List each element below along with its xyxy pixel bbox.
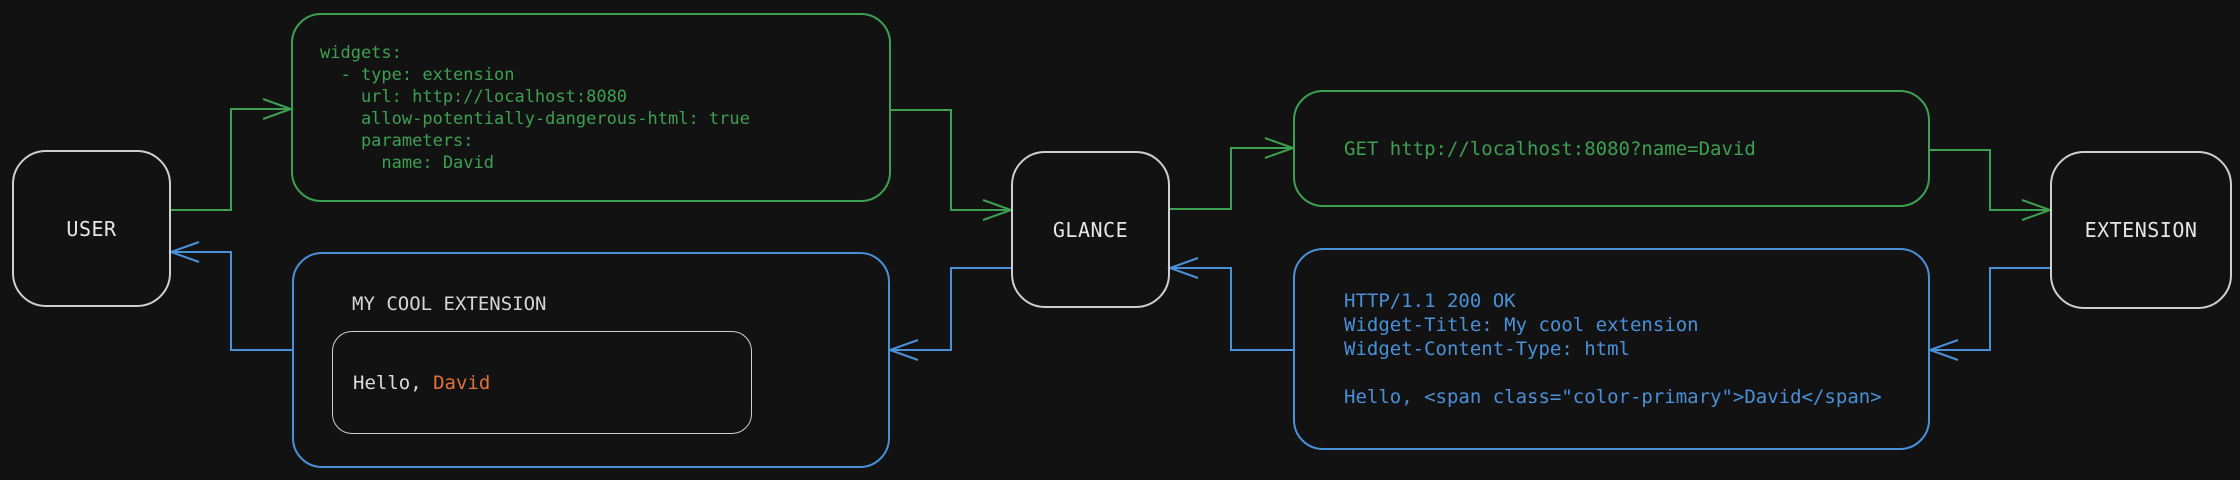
arrow-glance-to-request-line [1170, 147, 1290, 210]
arrow-extension-to-response-line [1933, 267, 2050, 351]
http-request-box: GET http://localhost:8080?name=David [1293, 90, 1930, 207]
actor-glance: GLANCE [1011, 151, 1170, 308]
response-line: HTTP/1.1 200 OK [1344, 290, 1516, 312]
config-line: name: David [320, 152, 494, 173]
arrow-config-to-glance-line [891, 109, 1008, 211]
http-response-box: HTTP/1.1 200 OK Widget-Title: My cool ex… [1293, 248, 1930, 450]
actor-glance-label: GLANCE [1052, 217, 1129, 242]
arrow-glance-to-preview-line [893, 267, 1011, 351]
arrow-config-to-glance-head [982, 199, 1014, 221]
config-line: url: http://localhost:8080 [320, 86, 628, 107]
config-line: - type: extension [320, 64, 515, 85]
greeting-name: David [433, 371, 491, 394]
arrow-request-to-extension-line [1930, 149, 2047, 211]
widget-preview-title: MY COOL EXTENSION [352, 293, 547, 315]
greeting-prefix: Hello, [353, 371, 434, 394]
actor-user-label: USER [66, 216, 117, 241]
greeting-card: Hello, David [332, 331, 752, 434]
arrow-user-to-config-head [262, 98, 294, 120]
actor-extension: EXTENSION [2050, 151, 2232, 309]
response-line: Hello, <span class="color-primary">David… [1344, 386, 1882, 408]
arrow-preview-to-user-head [168, 241, 200, 263]
arrow-extension-to-response-head [1927, 339, 1959, 361]
config-line: parameters: [320, 130, 474, 151]
config-line: widgets: [320, 42, 402, 63]
arrow-user-to-config-line [171, 108, 288, 211]
arrow-response-to-glance-line [1173, 267, 1293, 351]
arrow-preview-to-user-line [174, 251, 292, 351]
arrow-response-to-glance-head [1167, 257, 1199, 279]
config-line: allow-potentially-dangerous-html: true [320, 108, 750, 129]
widget-preview-box: MY COOL EXTENSION Hello, David [292, 252, 890, 468]
config-yaml-box: widgets: - type: extension url: http://l… [291, 13, 891, 202]
response-line: Widget-Content-Type: html [1344, 338, 1630, 360]
response-line [1344, 361, 1928, 385]
actor-user: USER [12, 150, 171, 307]
http-request-text: GET http://localhost:8080?name=David [1344, 137, 1756, 160]
arrow-glance-to-request-head [1264, 137, 1296, 159]
response-line: Widget-Title: My cool extension [1344, 314, 1699, 336]
arrow-request-to-extension-head [2021, 199, 2053, 221]
actor-extension-label: EXTENSION [2084, 218, 2198, 242]
arrow-glance-to-preview-head [887, 339, 919, 361]
